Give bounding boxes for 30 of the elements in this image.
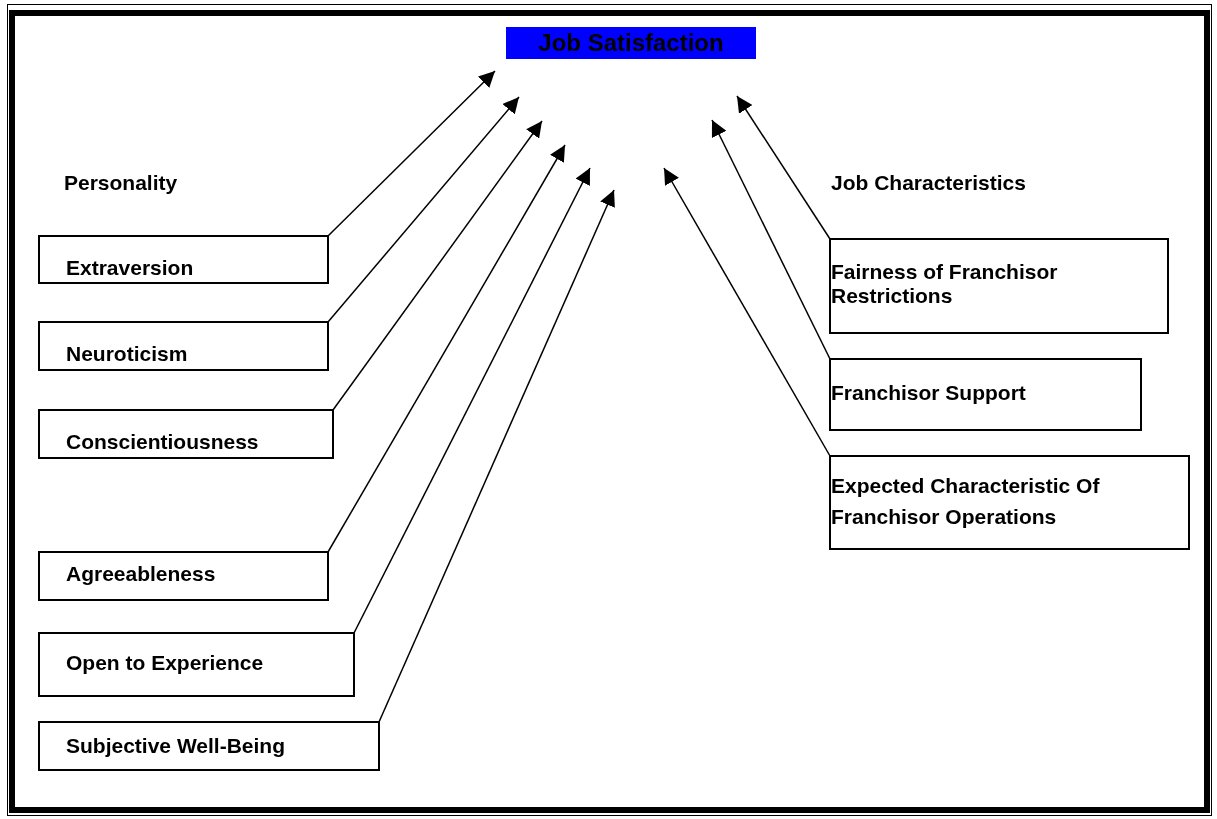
factor-label: Agreeableness bbox=[66, 563, 216, 584]
arrow bbox=[353, 167, 591, 634]
factor-label: Neuroticism bbox=[66, 343, 188, 364]
factor-label: Conscientiousness bbox=[66, 431, 259, 452]
factor-box bbox=[38, 409, 334, 459]
factor-box bbox=[829, 455, 1190, 550]
arrow bbox=[378, 189, 615, 723]
group-heading: Job Characteristics bbox=[831, 171, 1026, 195]
factor-label: Franchisor Support bbox=[831, 382, 1026, 403]
factor-label: Extraversion bbox=[66, 257, 194, 278]
arrow bbox=[327, 70, 496, 237]
factor-label: Expected Characteristic Of Franchisor Operations bbox=[831, 473, 1101, 530]
group-heading: Personality bbox=[64, 171, 178, 195]
arrow bbox=[332, 120, 543, 411]
factor-box bbox=[829, 358, 1142, 431]
arrow bbox=[736, 95, 831, 240]
factor-box bbox=[38, 632, 355, 697]
title: Job Satisfaction bbox=[506, 27, 756, 59]
factor-box bbox=[38, 721, 380, 771]
arrow bbox=[711, 119, 831, 360]
factor-box bbox=[38, 551, 329, 601]
factor-box bbox=[38, 235, 329, 284]
arrow bbox=[663, 167, 831, 457]
arrow bbox=[327, 96, 520, 323]
factor-label: Fairness of Franchisor Restrictions bbox=[831, 260, 1059, 309]
factor-box bbox=[829, 238, 1169, 334]
factor-label: Subjective Well-Being bbox=[66, 735, 285, 756]
factor-box bbox=[38, 321, 329, 371]
arrow bbox=[327, 144, 566, 553]
factor-label: Open to Experience bbox=[66, 652, 264, 673]
